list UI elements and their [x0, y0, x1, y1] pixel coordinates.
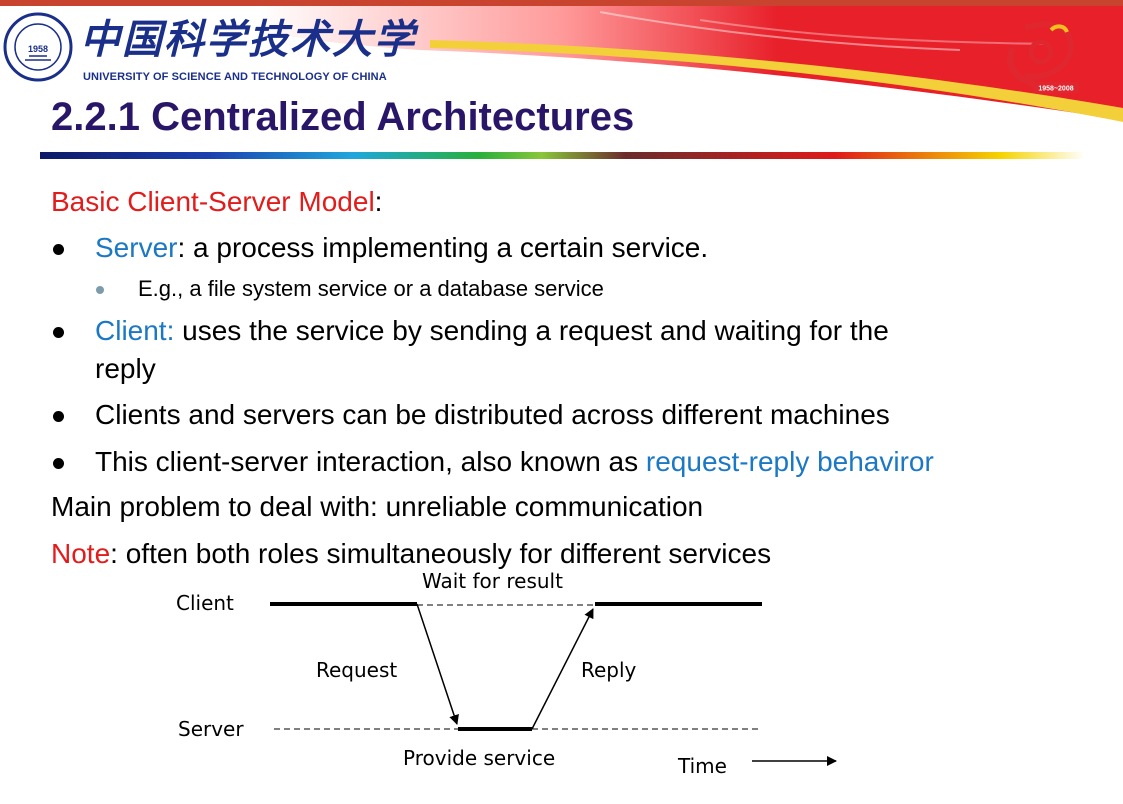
time-label: Time [677, 754, 727, 778]
client-description: uses the service by sending a request an… [174, 315, 889, 346]
title-divider [40, 152, 1085, 159]
heading-colon: : [374, 186, 383, 217]
bullet-server: Server: a process implementing a certain… [95, 231, 708, 265]
wait-label: Wait for result [422, 570, 563, 593]
bullet-dot [53, 327, 64, 338]
sub-bullet-dot [96, 286, 104, 294]
heading-highlight: Basic Client-Server Model [51, 186, 375, 217]
bullet-dot [53, 411, 64, 422]
note-text: : often both roles simultaneously for di… [110, 538, 772, 569]
bullet-client: Client: uses the service by sending a re… [95, 314, 889, 348]
anniversary-years: 1958~2008 [1038, 86, 1073, 93]
client-description-continued: reply [95, 353, 156, 384]
bullet-interaction: This client-server interaction, also kno… [95, 445, 934, 479]
header-banner [0, 0, 1123, 122]
provide-service-label: Provide service [403, 746, 555, 770]
seal-year: 1958 [28, 44, 48, 54]
client-label: Client [176, 591, 234, 615]
server-term: Server [95, 232, 178, 263]
bullet-dot [53, 458, 64, 469]
client-term: Client: [95, 315, 175, 346]
anniversary-logo-icon: 1958~2008 [1006, 21, 1079, 93]
sub-bullet-example: E.g., a file system service or a databas… [138, 276, 604, 301]
university-name-chinese: 中国科学技术大学 [80, 16, 416, 63]
slide-title: 2.2.1 Centralized Architectures [51, 95, 635, 139]
reply-label: Reply [581, 658, 637, 682]
bullet-dot [53, 244, 64, 255]
request-reply-diagram: Client Server Wait for result Request Re… [176, 570, 837, 778]
note-label: Note [51, 538, 111, 569]
university-seal-icon: 1958 [3, 12, 73, 82]
main-problem: Main problem to deal with: unreliable co… [51, 491, 704, 522]
note-line: Note: often both roles simultaneously fo… [51, 537, 771, 571]
request-reply-term: request-reply behaviror [645, 446, 934, 477]
server-label: Server [178, 717, 244, 741]
server-description: : a process implementing a certain servi… [177, 232, 709, 263]
request-arrow [416, 603, 459, 725]
reply-arrow [531, 608, 594, 730]
section-heading: Basic Client-Server Model: [51, 185, 382, 219]
request-label: Request [316, 658, 397, 682]
university-name-english: UNIVERSITY OF SCIENCE AND TECHNOLOGY OF … [83, 71, 387, 83]
bullet-distributed: Clients and servers can be distributed a… [95, 399, 890, 430]
interaction-text: This client-server interaction, also kno… [95, 446, 646, 477]
